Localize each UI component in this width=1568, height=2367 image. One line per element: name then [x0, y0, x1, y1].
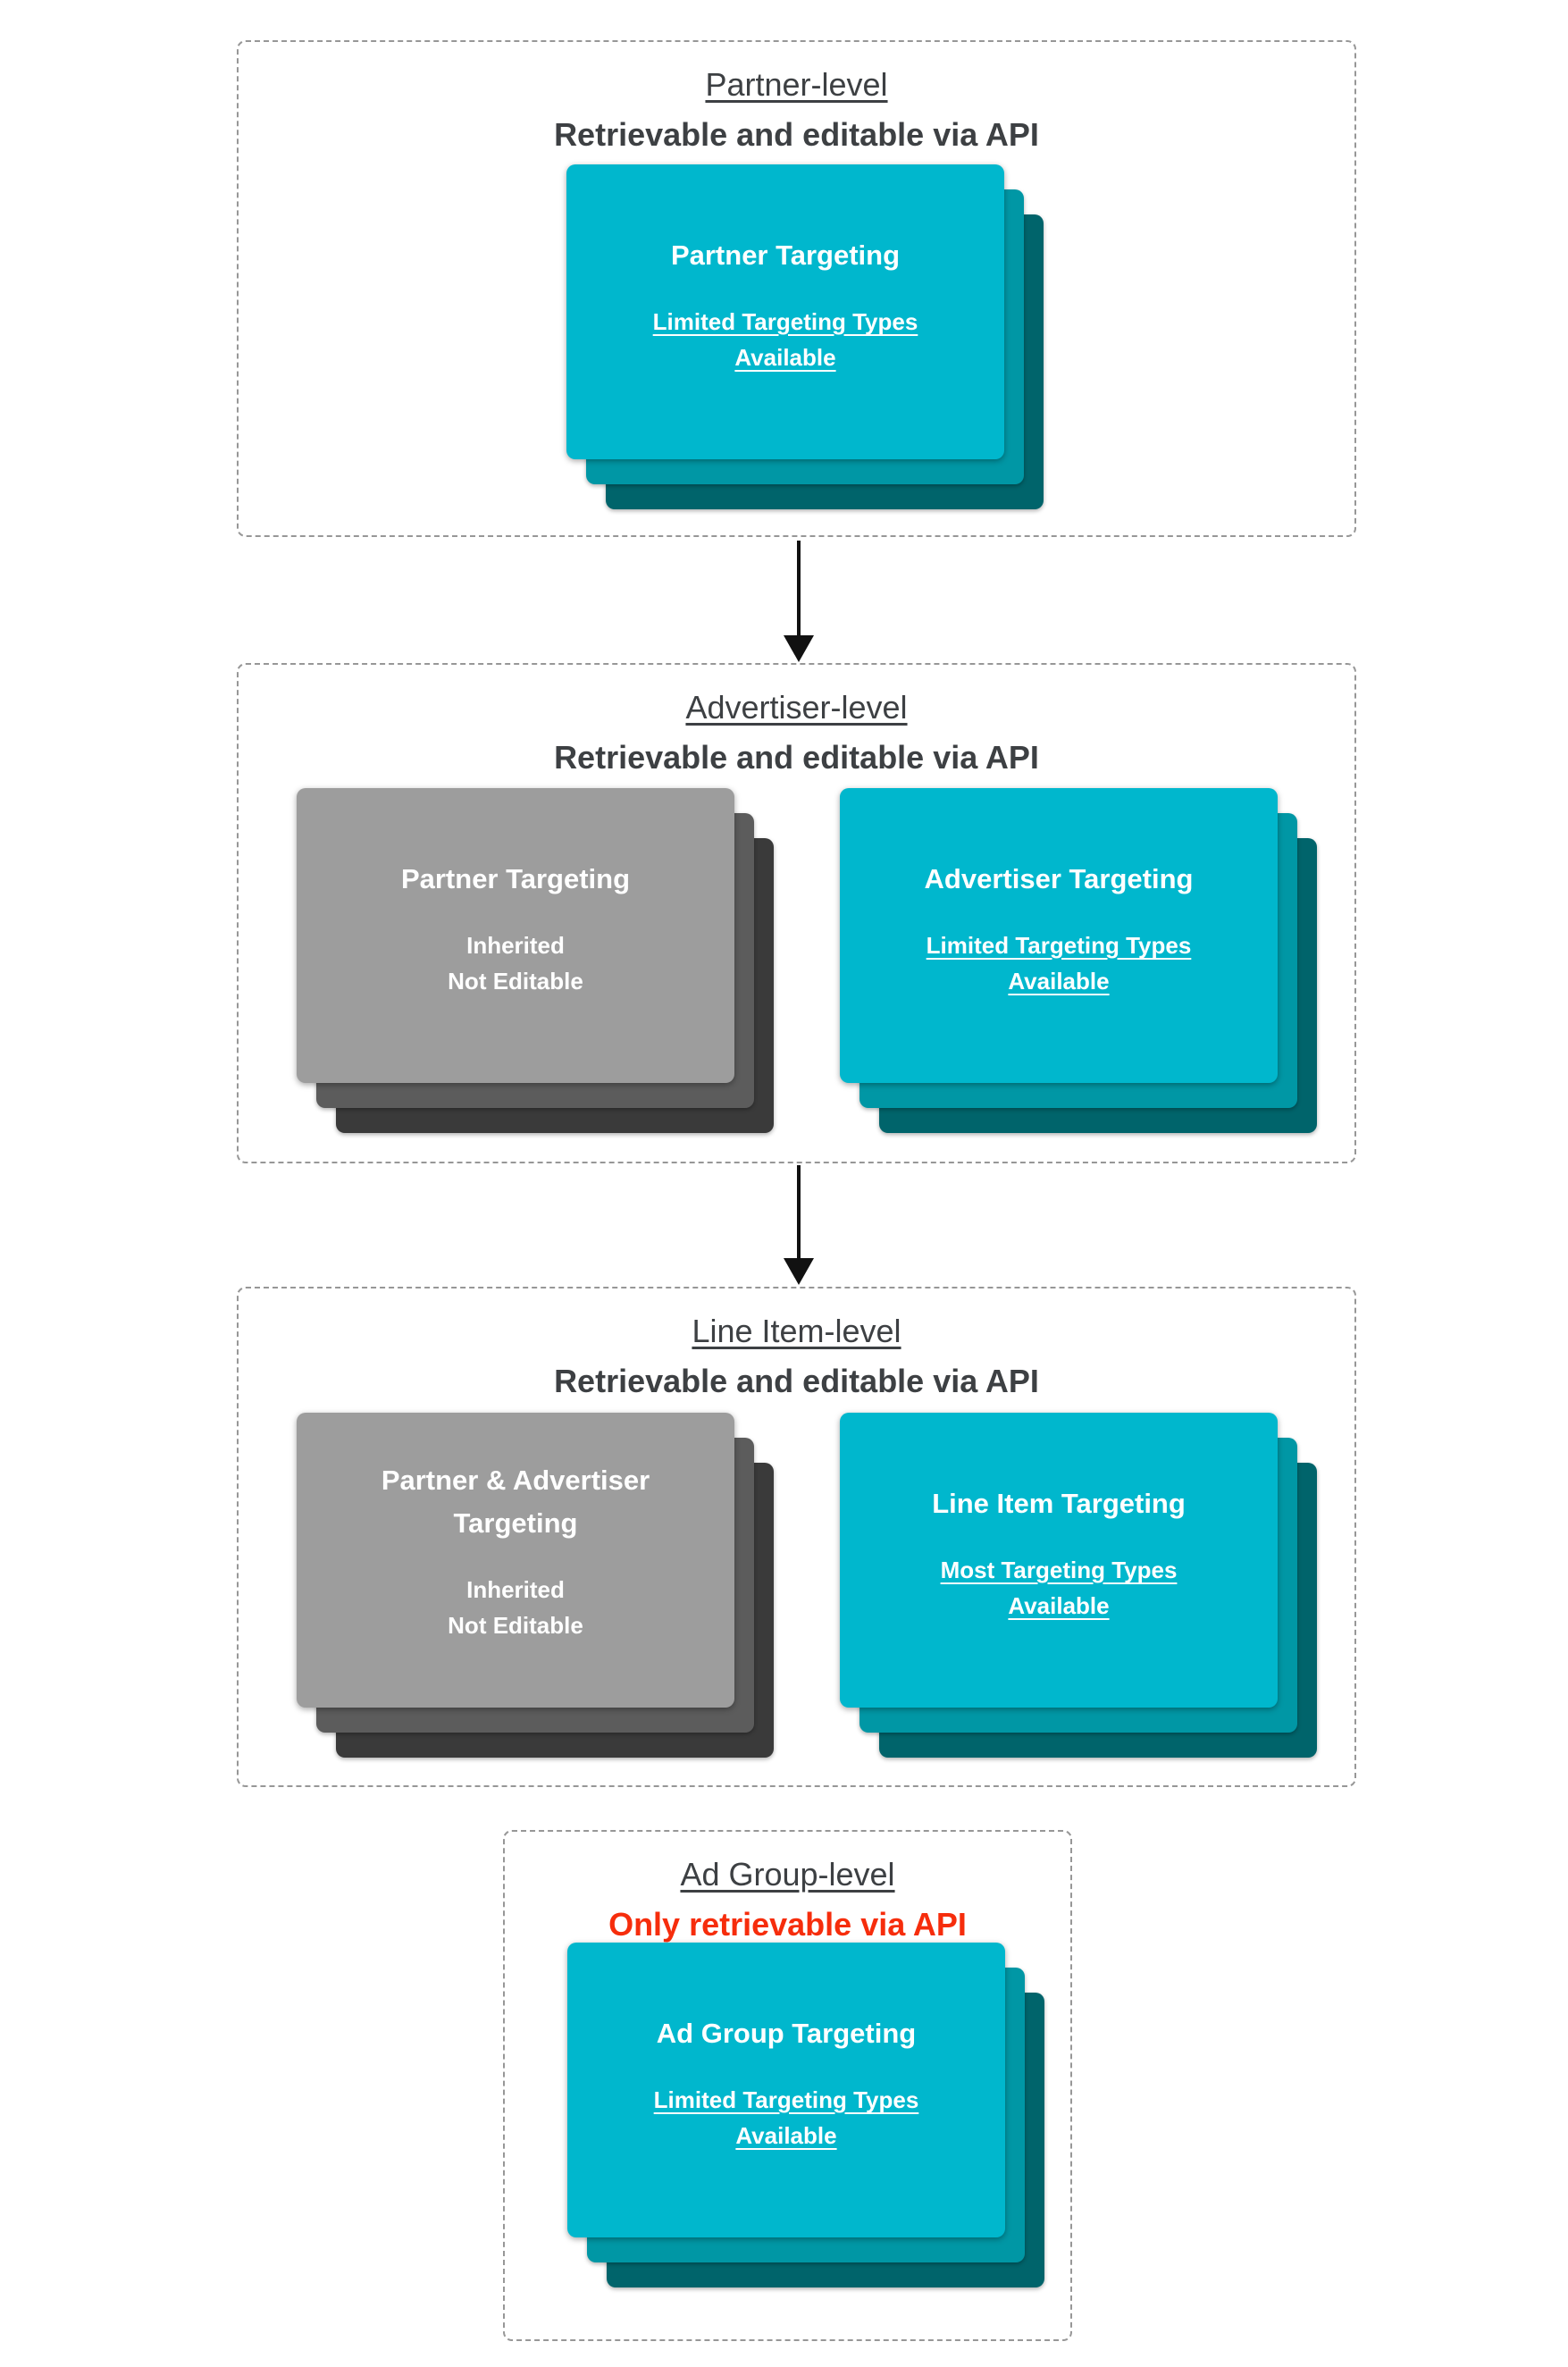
section-title: Advertiser-level: [685, 689, 908, 726]
card-title-line: Partner & Advertiser: [381, 1465, 650, 1496]
card-body-line: Inherited: [466, 1576, 565, 1603]
card-title: Ad Group Targeting: [656, 2018, 917, 2049]
section-subtitle: Retrievable and editable via API: [554, 116, 1039, 153]
section-subtitle: Only retrievable via API: [608, 1906, 967, 1943]
partner-targeting-stack: Partner Targeting Limited Targeting Type…: [566, 164, 1044, 509]
card-body-line: Available: [735, 2122, 837, 2149]
section-title: Ad Group-level: [680, 1856, 895, 1893]
card-body-line: Not Editable: [448, 968, 583, 995]
advertiser-targeting-stack: Advertiser Targeting Limited Targeting T…: [840, 788, 1317, 1133]
card-body-line: Limited Targeting Types: [653, 2086, 919, 2113]
card-body: Inherited Not Editable: [448, 927, 583, 999]
card-body-line: Available: [734, 344, 836, 371]
section-heading: Partner-level Retrievable and editable v…: [239, 60, 1354, 160]
ad-group-targeting-stack: Ad Group Targeting Limited Targeting Typ…: [567, 1943, 1044, 2287]
section-subtitle: Retrievable and editable via API: [554, 1363, 1039, 1399]
card-body-line: Available: [1008, 968, 1110, 995]
card-body: Limited Targeting Types Available: [927, 927, 1192, 999]
card-body: Limited Targeting Types Available: [654, 2082, 919, 2153]
inherited-partner-targeting-stack: Partner Targeting Inherited Not Editable: [297, 788, 774, 1133]
arrow-line: [797, 1165, 801, 1260]
section-title: Line Item-level: [692, 1313, 901, 1349]
card-body-line: Inherited: [466, 932, 565, 959]
section-subtitle: Retrievable and editable via API: [554, 739, 1039, 776]
arrow-head-icon: [784, 1258, 814, 1285]
section-heading: Line Item-level Retrievable and editable…: [239, 1306, 1354, 1406]
line-item-targeting-card: Line Item Targeting Most Targeting Types…: [840, 1413, 1278, 1708]
line-item-targeting-stack: Line Item Targeting Most Targeting Types…: [840, 1413, 1317, 1758]
card-title: Advertiser Targeting: [924, 863, 1194, 894]
card-body: Limited Targeting Types Available: [653, 304, 918, 375]
card-title: Partner Targeting: [670, 239, 901, 271]
section-title: Partner-level: [705, 66, 888, 103]
partner-targeting-card: Partner Targeting Limited Targeting Type…: [566, 164, 1004, 459]
advertiser-targeting-card: Advertiser Targeting Limited Targeting T…: [840, 788, 1278, 1083]
card-title: Partner Targeting: [400, 863, 631, 894]
section-heading: Ad Group-level Only retrievable via API: [505, 1850, 1070, 1950]
card-title-line: Targeting: [453, 1507, 578, 1539]
arrow-line: [797, 541, 801, 637]
card-body: Inherited Not Editable: [448, 1572, 583, 1643]
inherited-partner-advertiser-targeting-stack: Partner & Advertiser Targeting Inherited…: [297, 1413, 774, 1758]
card-title: Partner & Advertiser Targeting: [382, 1459, 650, 1545]
ad-group-targeting-card: Ad Group Targeting Limited Targeting Typ…: [567, 1943, 1005, 2237]
card-body-line: Limited Targeting Types: [926, 932, 1192, 959]
card-body-line: Most Targeting Types: [940, 1557, 1178, 1583]
section-heading: Advertiser-level Retrievable and editabl…: [239, 683, 1354, 783]
partner-advertiser-targeting-inherited-card: Partner & Advertiser Targeting Inherited…: [297, 1413, 734, 1708]
card-body: Most Targeting Types Available: [941, 1552, 1178, 1624]
card-body-line: Limited Targeting Types: [652, 308, 918, 335]
card-title: Line Item Targeting: [932, 1488, 1186, 1519]
card-body-line: Not Editable: [448, 1612, 583, 1639]
partner-targeting-inherited-card: Partner Targeting Inherited Not Editable: [297, 788, 734, 1083]
arrow-head-icon: [784, 635, 814, 662]
card-body-line: Available: [1008, 1592, 1110, 1619]
